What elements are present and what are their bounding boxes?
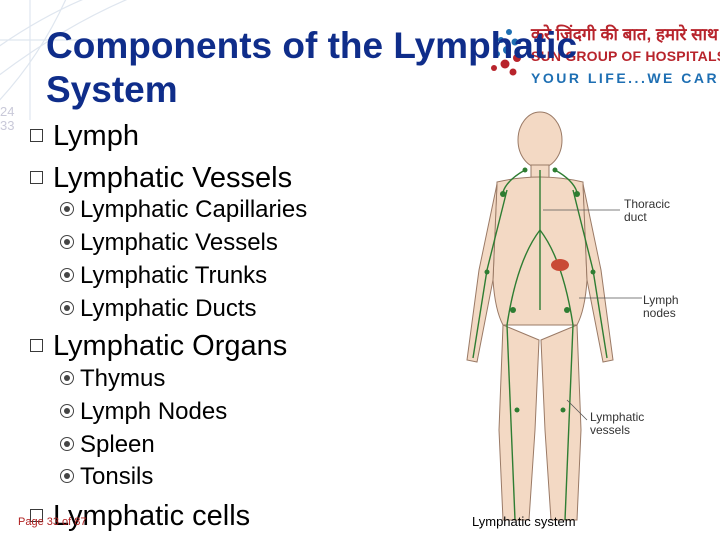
bullet-lymphatic-vessels: Lymphatic Vessels [30, 162, 292, 194]
hospital-logo: करे जिंदगी की बात, हमारे साथ SUN GROUP O… [485, 18, 720, 98]
sub-bullet: Lymphatic Ducts [60, 295, 257, 323]
logo-tagline: YOUR LIFE...WE CARE! [531, 70, 720, 86]
circle-bullet-icon [60, 301, 74, 315]
slide-title: Components of the Lymphatic System [46, 24, 646, 112]
page-marker-1: 24 [0, 104, 15, 119]
title-line-1: Components of the Lymphatic [46, 25, 578, 66]
figure-caption: Lymphatic system [472, 514, 576, 529]
callout-lymphatic-vessels: Lymphatic vessels [590, 410, 645, 437]
circle-bullet-icon [60, 235, 74, 249]
circle-bullet-icon [60, 469, 74, 483]
bullet-lymphatic-organs: Lymphatic Organs [30, 330, 287, 362]
logo-hospital-name: SUN GROUP OF HOSPITALS [531, 48, 720, 64]
square-bullet-icon [30, 129, 43, 142]
page-marker: 24 33 [0, 105, 14, 133]
page-marker-2: 33 [0, 118, 15, 133]
bullet-lymph: Lymph [30, 120, 139, 152]
sub-bullet: Lymphatic Vessels [60, 229, 278, 257]
circle-bullet-icon [60, 202, 74, 216]
sub-bullet: Lymphatic Capillaries [60, 196, 307, 224]
spleen-shape [551, 259, 569, 271]
square-bullet-icon [30, 509, 43, 522]
title-line-2: System [46, 69, 178, 110]
circle-bullet-icon [60, 437, 74, 451]
callout-thoracic-duct: Thoracic duct [624, 197, 671, 224]
logo-dots-icon [491, 29, 521, 76]
sub-bullet: Lymphatic Trunks [60, 262, 267, 290]
page-footer: Page 33 of 87 [18, 516, 87, 528]
sub-bullet: Thymus [60, 365, 165, 393]
circle-bullet-icon [60, 371, 74, 385]
square-bullet-icon [30, 171, 43, 184]
sub-bullet: Spleen [60, 431, 155, 459]
sub-bullet: Lymph Nodes [60, 398, 227, 426]
lymphatic-system-illustration [466, 111, 642, 521]
square-bullet-icon [30, 339, 43, 352]
sub-bullet: Tonsils [60, 463, 153, 491]
circle-bullet-icon [60, 404, 74, 418]
callout-lymph-nodes: Lymph nodes [643, 293, 679, 320]
logo-hindi-slogan: करे जिंदगी की बात, हमारे साथ [531, 25, 718, 44]
circle-bullet-icon [60, 268, 74, 282]
bullet-lymphatic-cells: Lymphatic cells [30, 500, 250, 532]
